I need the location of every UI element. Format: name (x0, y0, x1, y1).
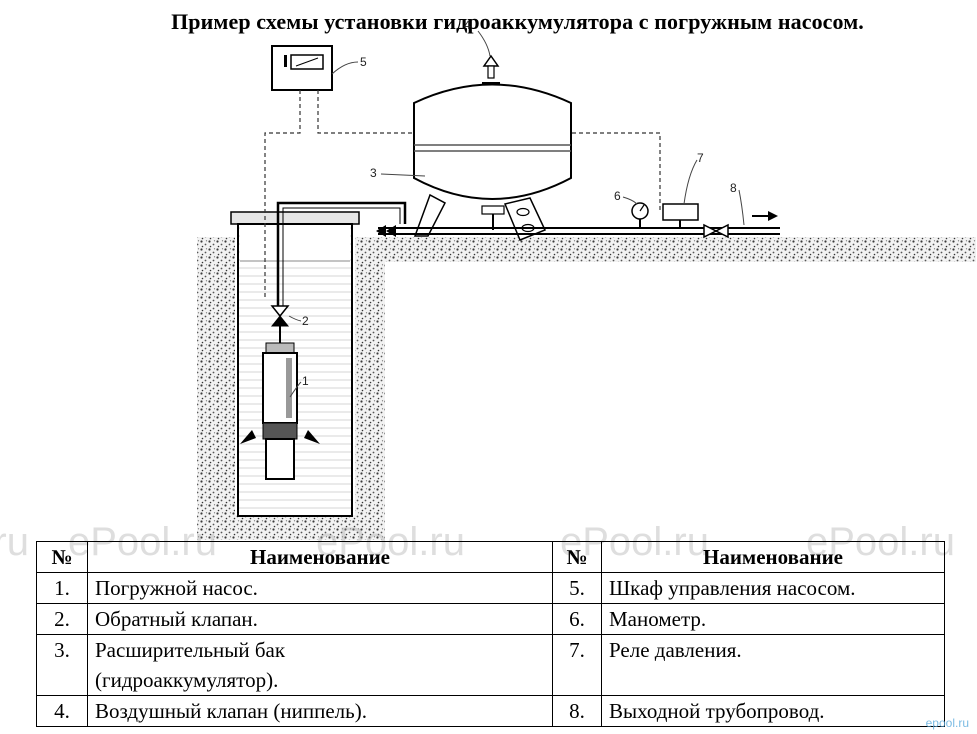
header-number-2: № (552, 541, 602, 573)
expansion-tank (413, 83, 572, 241)
row-name-line-2: (гидроаккумулятор). (95, 668, 279, 692)
well-cap (230, 211, 360, 225)
table-row: 1. Погружной насос. 5. Шкаф управления н… (36, 572, 945, 604)
row-name: Воздушный клапан (ниппель). (87, 695, 553, 727)
row-name: Шкаф управления насосом. (601, 572, 945, 604)
row-number: 4. (36, 695, 88, 727)
row-number: 7. (552, 634, 602, 696)
callout-1: 1 (302, 374, 309, 388)
control-wires (264, 90, 661, 300)
main-pipeline (376, 225, 780, 237)
row-name: Реле давления. (601, 634, 945, 696)
callout-8: 8 (730, 181, 737, 195)
installation-diagram: 1 2 3 4 5 6 7 8 (197, 18, 976, 540)
soil-left (197, 237, 235, 540)
row-number: 1. (36, 572, 88, 604)
air-valve (482, 54, 500, 84)
row-number: 3. (36, 634, 88, 696)
callout-6: 6 (614, 189, 621, 203)
riser-pipe (276, 201, 407, 308)
well-air-gap (240, 226, 350, 261)
row-name: Выходной трубопровод. (601, 695, 945, 727)
callout-labels: 1 2 3 4 5 6 7 8 (302, 18, 737, 388)
callout-leaders (288, 30, 745, 398)
legend-table: № Наименование № Наименование 1. Погружн… (36, 541, 945, 727)
legend-header-row: № Наименование № Наименование (36, 541, 945, 573)
row-name: Расширительный бак (гидроаккумулятор). (87, 634, 553, 696)
row-number: 8. (552, 695, 602, 727)
callout-7: 7 (697, 151, 704, 165)
control-cabinet (271, 45, 333, 91)
diagram-title: Пример схемы установки гидроаккумулятора… (171, 9, 864, 34)
pressure-switch (662, 203, 699, 228)
row-number: 6. (552, 603, 602, 635)
check-valve (270, 305, 290, 343)
soil-surface-right (370, 237, 976, 262)
header-name-2: Наименование (601, 541, 945, 573)
table-row: 3. Расширительный бак (гидроаккумулятор)… (36, 634, 945, 696)
row-name: Обратный клапан. (87, 603, 553, 635)
submersible-pump (240, 342, 320, 480)
table-row: 2. Обратный клапан. 6. Манометр. (36, 603, 945, 635)
table-row: 4. Воздушный клапан (ниппель). 8. Выходн… (36, 695, 945, 727)
callout-3: 3 (370, 166, 377, 180)
header-number-1: № (36, 541, 88, 573)
callout-5: 5 (360, 55, 367, 69)
row-number: 2. (36, 603, 88, 635)
pressure-gauge (631, 202, 649, 228)
row-name: Погружной насос. (87, 572, 553, 604)
soil-bottom (197, 515, 385, 540)
header-name-1: Наименование (87, 541, 553, 573)
outflow-arrow (752, 211, 778, 221)
outlet-valve (703, 223, 729, 239)
callout-4: 4 (464, 18, 471, 32)
site-logo: epool.ru (925, 716, 969, 730)
soil-right-of-well (355, 237, 385, 540)
callout-2: 2 (302, 314, 309, 328)
row-name: Манометр. (601, 603, 945, 635)
row-number: 5. (552, 572, 602, 604)
row-name-line-1: Расширительный бак (95, 638, 286, 662)
